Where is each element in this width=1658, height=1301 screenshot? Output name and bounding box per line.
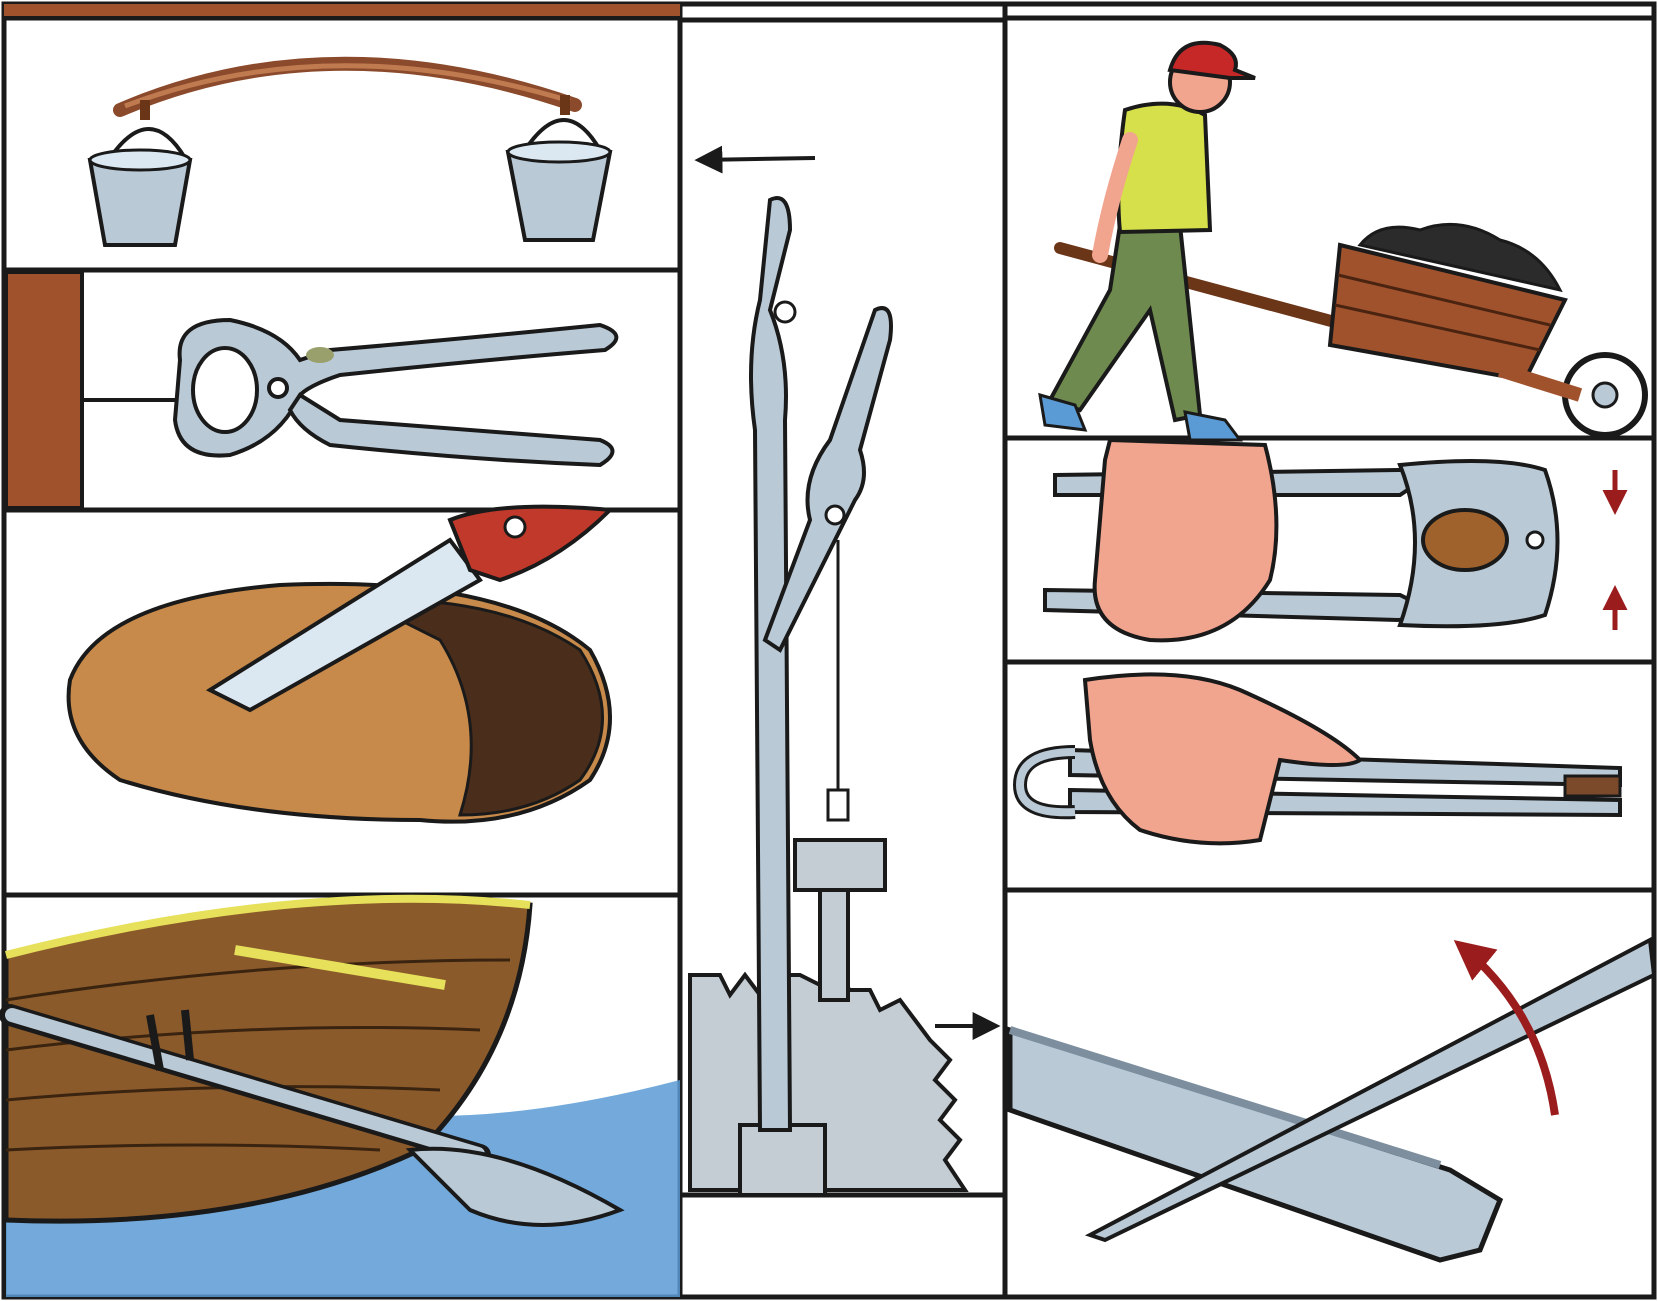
barrow-hub xyxy=(1593,383,1617,407)
slide-block xyxy=(795,840,885,890)
top-arrow xyxy=(700,158,815,160)
tongs-tip xyxy=(1565,776,1620,796)
nutcracker-hinge xyxy=(1527,532,1543,548)
lever-foot xyxy=(740,1125,825,1195)
top-wood-strip xyxy=(4,4,680,16)
walnut xyxy=(1423,510,1507,570)
slide-post xyxy=(820,890,848,1000)
lever-pivot xyxy=(775,302,795,322)
wooden-board xyxy=(6,272,82,508)
pawl-pivot xyxy=(826,506,844,524)
spring xyxy=(828,790,848,820)
man-shirt xyxy=(1118,104,1210,232)
knife-rivet xyxy=(505,517,525,537)
